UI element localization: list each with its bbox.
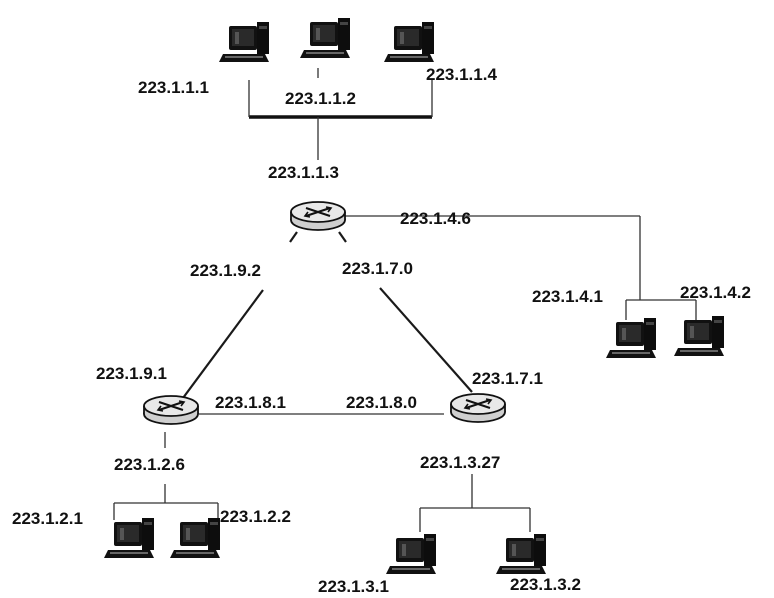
router-icon — [290, 201, 346, 231]
router-icon — [143, 395, 199, 425]
ip-label: 223.1.2.6 — [114, 455, 185, 474]
ip-label: 223.1.4.2 — [680, 283, 751, 302]
computer-icon — [384, 22, 434, 62]
ip-label: 223.1.1.2 — [285, 89, 356, 108]
ip-label: 223.1.7.1 — [472, 369, 543, 388]
router-top-stub-left — [289, 231, 298, 243]
ip-label: 223.1.8.1 — [215, 393, 286, 412]
computer-icon — [219, 22, 269, 62]
ip-label: 223.1.4.6 — [400, 209, 471, 228]
computer-icon — [386, 534, 436, 574]
ip-label: 223.1.9.2 — [190, 261, 261, 280]
ip-label: 223.1.8.0 — [346, 393, 417, 412]
ip-label: 223.1.2.2 — [220, 507, 291, 526]
computer-icon — [674, 316, 724, 356]
link-top-right — [379, 287, 473, 393]
ip-label: 223.1.1.1 — [138, 78, 209, 97]
computer-icon — [170, 518, 220, 558]
computer-icon — [496, 534, 546, 574]
ip-label: 223.1.9.1 — [96, 364, 167, 383]
ip-label: 223.1.1.4 — [426, 65, 497, 84]
computer-icon — [104, 518, 154, 558]
ip-label: 223.1.3.1 — [318, 577, 389, 596]
computer-icon — [300, 18, 350, 58]
link-top-left — [182, 289, 264, 399]
ip-label: 223.1.3.27 — [420, 453, 500, 472]
ip-label: 223.1.7.0 — [342, 259, 413, 278]
router-icon — [450, 393, 506, 423]
computer-icon — [606, 318, 656, 358]
ip-label: 223.1.3.2 — [510, 575, 581, 594]
ip-label: 223.1.4.1 — [532, 287, 603, 306]
router-top-stub-right — [338, 231, 347, 243]
ip-label: 223.1.1.3 — [268, 163, 339, 182]
ip-label: 223.1.2.1 — [12, 509, 83, 528]
